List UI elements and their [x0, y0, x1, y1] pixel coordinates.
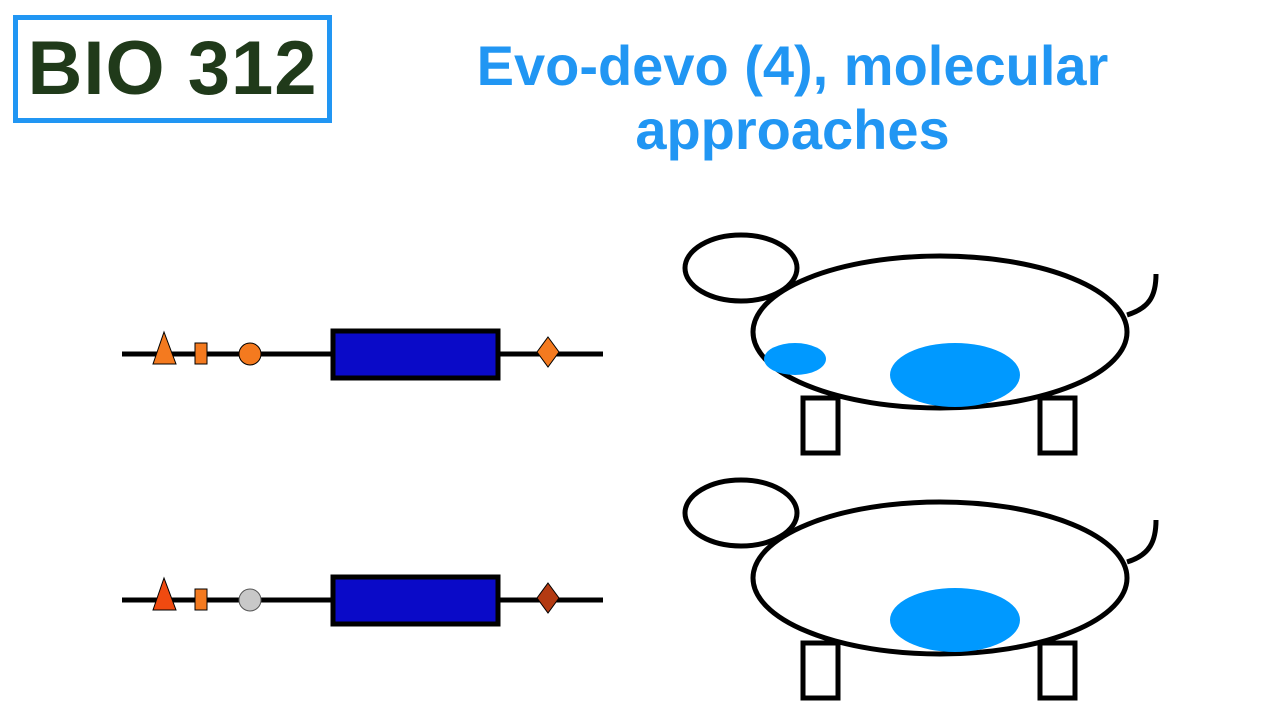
- front-leg: [800, 640, 841, 701]
- diamond-enhancer-icon: [536, 582, 560, 614]
- back-leg: [1037, 640, 1078, 701]
- animal-row-1: [682, 232, 1159, 456]
- rear-body-spot: [890, 343, 1020, 407]
- rectangle-enhancer-icon: [194, 588, 208, 611]
- front-leg: [800, 395, 841, 456]
- gene-construct-row-1: [122, 328, 603, 381]
- animal-body: [750, 253, 1130, 411]
- lecture-title: Evo-devo (4), molecular approaches: [400, 34, 1185, 162]
- gene-construct-row-2: [122, 574, 603, 627]
- triangle-enhancer-icon: [152, 330, 177, 365]
- inactive-circle-enhancer-icon: [238, 588, 262, 612]
- animal-body: [750, 499, 1130, 657]
- rectangle-enhancer-icon: [194, 342, 208, 365]
- lecture-title-line-1: Evo-devo (4), molecular: [476, 34, 1109, 97]
- animal-head: [682, 232, 800, 304]
- animal-tail: [1126, 519, 1159, 565]
- coding-region-box: [330, 328, 501, 381]
- back-leg: [1037, 395, 1078, 456]
- lecture-title-line-2: approaches: [635, 98, 950, 161]
- front-body-spot: [764, 343, 826, 375]
- diamond-enhancer-icon: [536, 336, 560, 368]
- coding-region-box: [330, 574, 501, 627]
- triangle-enhancer-icon: [152, 576, 177, 611]
- animal-tail: [1126, 273, 1159, 318]
- course-badge: BIO 312: [13, 15, 332, 123]
- rear-body-spot: [890, 588, 1020, 652]
- animal-row-2: [682, 477, 1159, 701]
- animal-head: [682, 477, 800, 549]
- circle-enhancer-icon: [238, 342, 262, 366]
- course-code: BIO 312: [27, 26, 318, 111]
